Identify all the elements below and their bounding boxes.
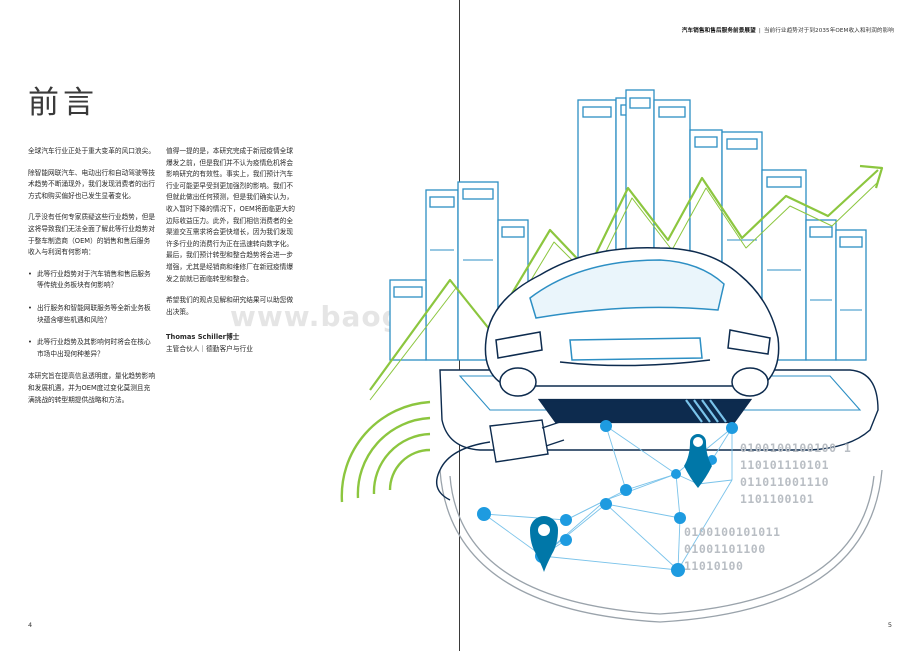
automotive-illustration: 0100100100100 1 110101110101 01101100111… bbox=[340, 89, 884, 623]
bullet-list: 此等行业趋势对于汽车销售和售后服务等传统业务板块有何影响？ 出行服务和智能网联服… bbox=[28, 269, 156, 361]
binary-line: 011011001110 bbox=[740, 475, 829, 489]
page-number-right: 5 bbox=[887, 621, 892, 629]
binary-line: 110101110101 bbox=[740, 458, 829, 472]
paragraph: 几乎没有任何专家质疑这些行业趋势，但是这将导致我们无法全面了解此等行业趋势对于整… bbox=[28, 213, 156, 257]
bullet-item: 此等行业趋势及其影响何时将会在核心市场中出现何种差异？ bbox=[28, 337, 156, 360]
header-subtitle: 当前行业趋势对于到2035年OEM收入和利润的影响 bbox=[763, 28, 894, 34]
bullet-item: 出行服务和智能网联服务等全新业务板块蕴含哪些机遇和风险？ bbox=[28, 303, 156, 326]
author-title: 主管合伙人｜德勤客户与行业 bbox=[166, 344, 253, 353]
wifi-signal-icon bbox=[340, 400, 431, 503]
running-header: 汽车销售和售后服务前景展望|当前行业趋势对于到2035年OEM收入和利润的影响 bbox=[682, 26, 894, 34]
paragraph: 值得一提的是，本研究完成于新冠疫情全球爆发之前，但是我们并不认为疫情危机将会影响… bbox=[166, 147, 295, 283]
car-shadow-stripes bbox=[537, 398, 753, 424]
location-pin-icon bbox=[530, 516, 558, 572]
author-name: Thomas Schiller博士 bbox=[166, 333, 240, 342]
binary-line: 11010100 bbox=[684, 559, 743, 573]
page-number-left: 4 bbox=[28, 621, 33, 629]
header-title: 汽车销售和售后服务前景展望 bbox=[681, 28, 756, 34]
bookshelf-detail-lines bbox=[430, 239, 862, 311]
header-separator: | bbox=[758, 28, 761, 34]
location-pin-icon bbox=[684, 434, 712, 488]
binary-line: 0100100101011 bbox=[684, 525, 781, 539]
middle-text-column: 值得一提的是，本研究完成于新冠疫情全球爆发之前，但是我们并不认为疫情危机将会影响… bbox=[166, 146, 296, 356]
binary-code-block: 0100100100100 1 110101110101 01101100111… bbox=[684, 441, 851, 573]
page-title: 前言 bbox=[28, 85, 98, 121]
paragraph: 希望我们的观点见解和研究结果可以助您做出决策。 bbox=[166, 296, 294, 316]
half-circle-base bbox=[439, 469, 883, 623]
left-text-column: 全球汽车行业正处于重大变革的风口浪尖。 除智能网联汽车、电动出行和自动驾驶等技术… bbox=[28, 146, 156, 416]
paragraph: 全球汽车行业正处于重大变革的风口浪尖。 bbox=[28, 147, 156, 155]
binary-line: 01001101100 bbox=[684, 542, 766, 556]
binary-line: 1101100101 bbox=[740, 492, 814, 506]
bullet-item: 此等行业趋势对于汽车销售和售后服务等传统业务板块有何影响？ bbox=[28, 269, 156, 292]
car-icon bbox=[484, 246, 780, 397]
paragraph: 本研究旨在提高信息透明度，量化趋势影响和发展机遇，并为OEM度过变化莫测且充满挑… bbox=[28, 372, 156, 404]
paragraph: 除智能网联汽车、电动出行和自动驾驶等技术趋势不断涌现外，我们发现消费者的出行方式… bbox=[28, 168, 156, 200]
electric-plug-icon bbox=[436, 419, 565, 501]
binary-line: 0100100100100 1 bbox=[740, 441, 851, 455]
